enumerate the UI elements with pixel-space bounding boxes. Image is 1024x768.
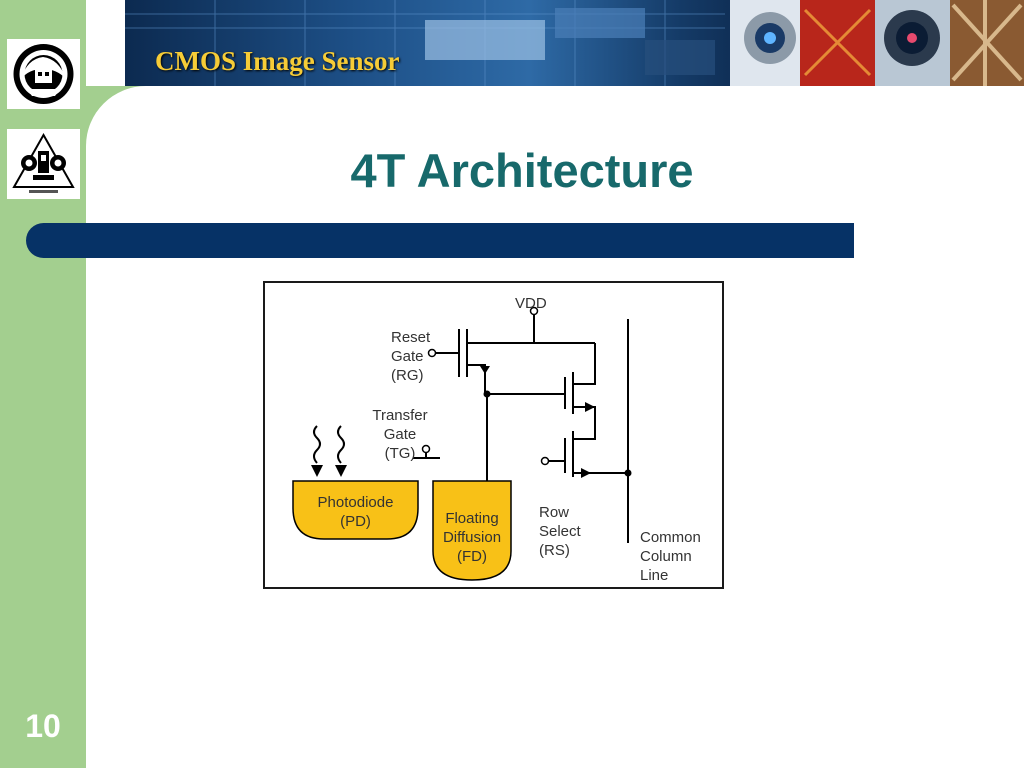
page-number: 10: [25, 708, 61, 744]
university-seal-icon: [7, 39, 80, 109]
vdd-label: VDD: [515, 295, 547, 312]
photodiode-region: [292, 480, 419, 540]
reset-gate-label: Reset Gate (RG): [391, 329, 431, 384]
transfer-gate-terminal: [421, 444, 431, 454]
header-banner: CMOS Image Sensor: [125, 0, 1024, 86]
reset-gate-terminal: [427, 348, 437, 358]
circuit-schematic: [292, 306, 632, 581]
column-junction: [624, 469, 632, 477]
sf-rs-wire: [573, 406, 596, 440]
floating-diffusion-region: [432, 480, 512, 581]
sidebar: 10: [0, 0, 86, 768]
vdd-terminal: [529, 306, 539, 316]
light-wave-2: [337, 425, 345, 464]
fd-junction: [483, 390, 491, 398]
photodiode-label: Photodiode (PD): [317, 494, 394, 530]
rs-gate-terminal: [540, 456, 550, 466]
sf-drain-wire: [573, 343, 596, 385]
light-wave-1: [313, 425, 321, 464]
camera-lens-icon: [730, 0, 800, 86]
floating-diffusion-label: Floating Diffusion (FD): [442, 510, 502, 565]
rs-arrow: [581, 468, 591, 478]
photon-arrow-2: [335, 465, 347, 477]
pixel-circuit-diagram: VDD Reset Gate (RG) Transfer Gate (TG) P…: [263, 281, 724, 589]
transfer-gate-label: Transfer Gate (TG): [372, 407, 428, 462]
reset-arrow: [480, 366, 490, 374]
sf-arrow: [585, 402, 595, 412]
slide-title: 4T Architecture: [350, 144, 694, 197]
title-underline-bar: [26, 223, 854, 258]
banner-title: CMOS Image Sensor: [155, 46, 400, 76]
rs-output-wire: [572, 471, 628, 474]
faculty-of-engineering-icon: [7, 129, 80, 199]
row-select-label: Row Select (RS): [539, 504, 581, 559]
photon-arrow-1: [311, 465, 323, 477]
banner-background: [125, 0, 1024, 86]
common-column-line-label: Common Column Line: [640, 529, 701, 584]
